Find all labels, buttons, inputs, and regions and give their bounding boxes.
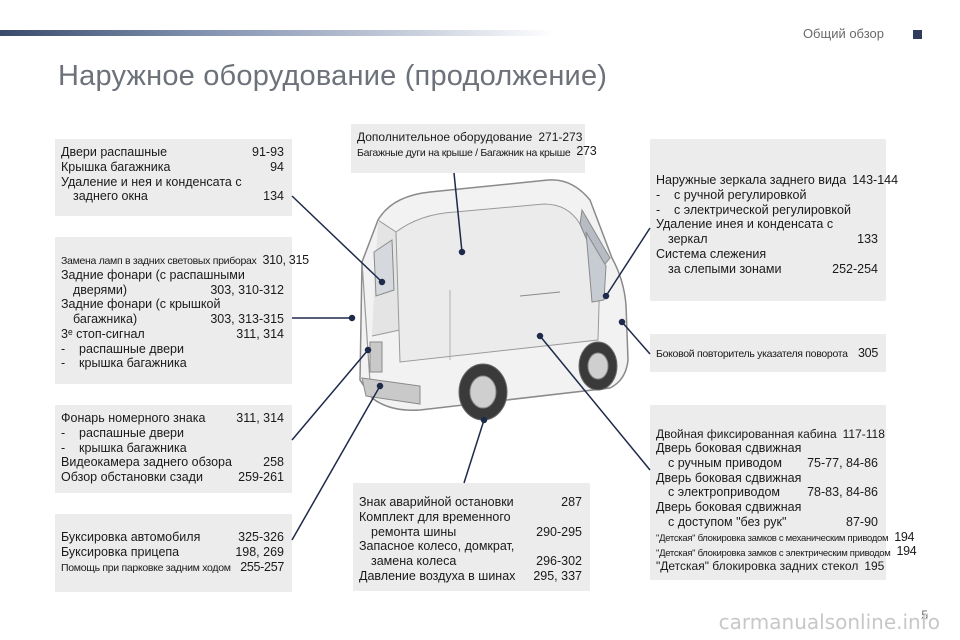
list-item: багажника)303, 313-315 bbox=[73, 312, 284, 326]
list-item: - с электрической регулировкой bbox=[656, 202, 851, 217]
list-item: с доступом "без рук"87-90 bbox=[668, 514, 878, 529]
list-item: "Детская" блокировка замков с электричес… bbox=[656, 544, 917, 559]
page-title: Наружное оборудование (продолжение) bbox=[58, 60, 608, 92]
list-item: Запасное колесо, домкрат, bbox=[359, 539, 515, 554]
list-item: Дверь боковая сдвижная bbox=[656, 441, 802, 456]
list-item: - крышка багажника bbox=[61, 440, 187, 455]
list-item: Багажные дуги на крыше / Багажник на кры… bbox=[357, 144, 597, 159]
list-item: Удаление и нея и конденсата с bbox=[61, 174, 242, 189]
list-item: Задние фонари (с крышкой bbox=[61, 297, 221, 312]
page-number: 5 bbox=[921, 608, 928, 622]
list-item: - с ручной регулировкой bbox=[656, 187, 807, 202]
list-item: "Детская" блокировка замков с механическ… bbox=[656, 529, 915, 545]
section-marker bbox=[913, 30, 922, 39]
list-item: Дверь боковая сдвижная bbox=[656, 500, 802, 515]
list-item: - распашные двери bbox=[61, 341, 184, 356]
list-item: Удаление инея и конденсата с bbox=[656, 217, 834, 232]
van-drawing bbox=[359, 179, 629, 421]
watermark: carmanualsonline.info bbox=[718, 610, 940, 634]
list-item: Комплект для временного bbox=[359, 509, 511, 524]
list-item: Дверь боковая сдвижная bbox=[656, 470, 802, 485]
section-label: Общий обзор bbox=[802, 26, 884, 41]
leader-lines bbox=[291, 172, 651, 541]
list-item: - распашные двери bbox=[61, 425, 184, 440]
list-item: дверями)303, 310-312 bbox=[73, 282, 284, 297]
list-item: Задние фонари (с распашными bbox=[61, 267, 245, 282]
header-gradient-bar bbox=[0, 30, 555, 36]
list-item: - крышка багажника bbox=[61, 356, 187, 371]
list-item: Система слежения bbox=[656, 246, 767, 261]
